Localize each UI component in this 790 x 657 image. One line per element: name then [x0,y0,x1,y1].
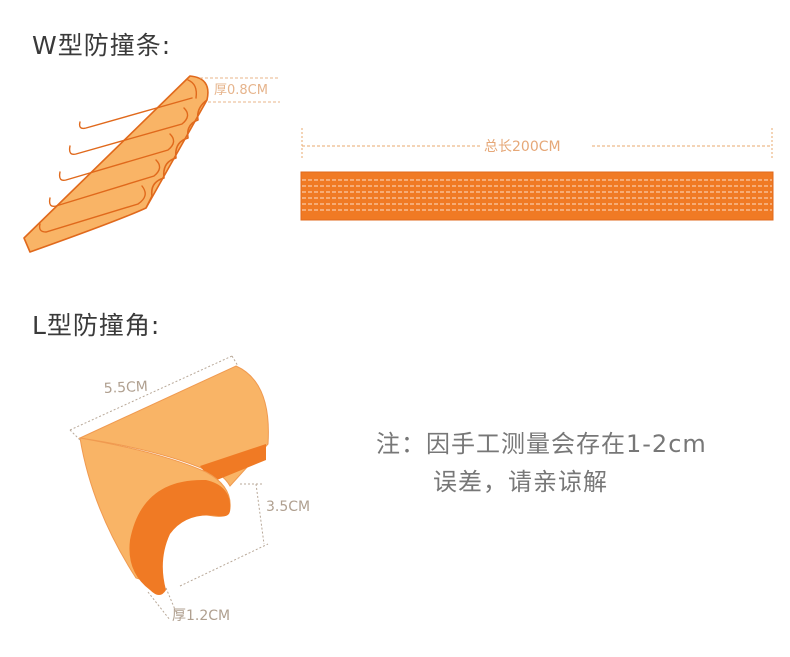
l-type-heading: L型防撞角: [32,311,161,340]
l-thickness-label: 厚1.2CM [172,608,230,624]
l-width-label: 5.5CM [103,379,148,397]
w-type-heading: W型防撞条: [32,31,172,60]
measurement-note-line-1: 注：因手工测量会存在1-2cm [376,430,707,458]
w-strip-bar [300,171,774,221]
w-length-label: 总长200CM [484,139,561,155]
l-width-dimension [69,355,239,441]
l-thickness-dimension [147,587,177,621]
w-thickness-dimension [200,77,280,103]
l-height-dimension [179,483,269,587]
l-height-label: 3.5CM [266,499,310,515]
w-thickness-label: 厚0.8CM [214,83,268,98]
w-strip-profile [23,75,209,253]
w-length-dimension [301,128,773,160]
l-corner-protector [78,365,269,595]
measurement-note-line-2: 误差，请亲谅解 [433,468,608,496]
